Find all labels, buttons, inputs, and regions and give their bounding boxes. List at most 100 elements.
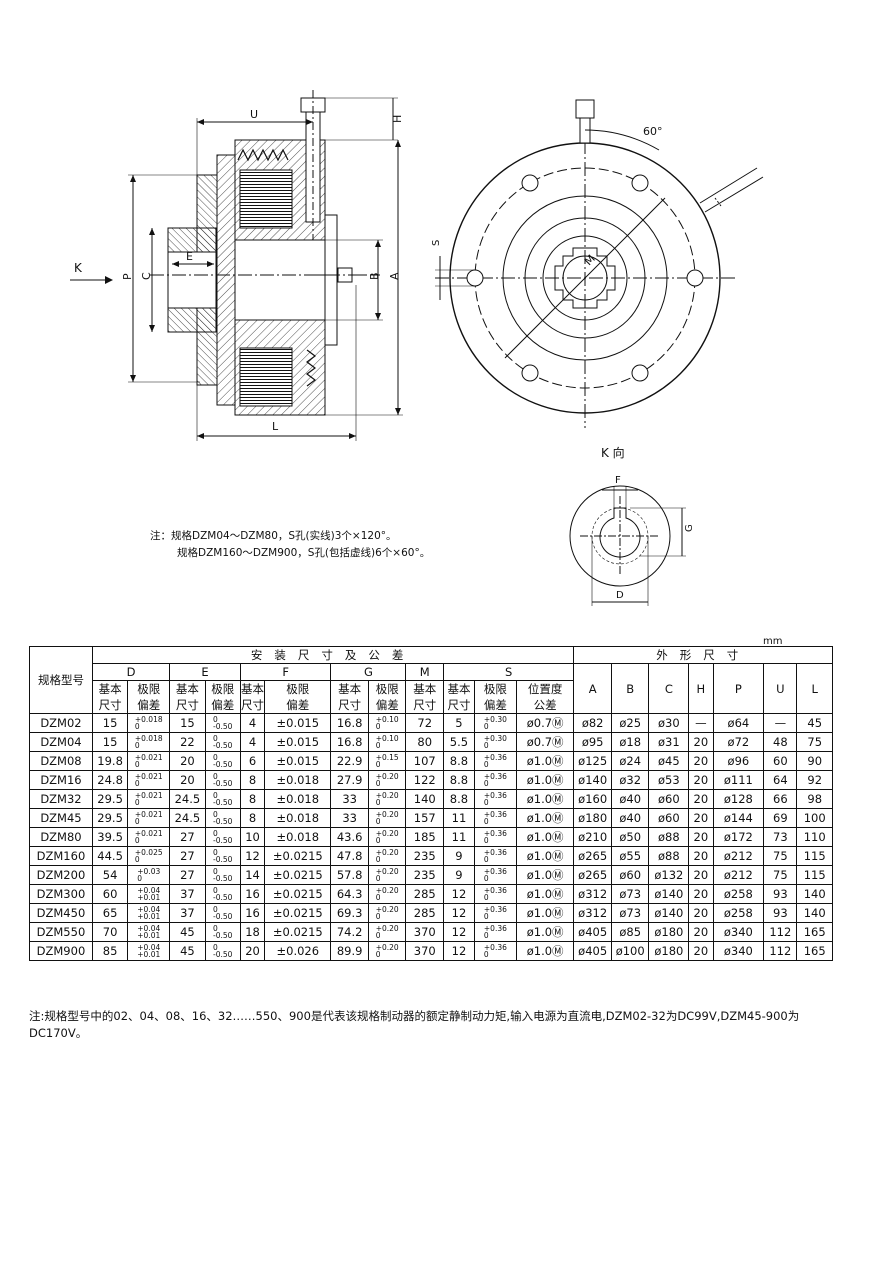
cell-d: 85 bbox=[91, 941, 129, 961]
cell-a: ø95 bbox=[573, 732, 612, 752]
cell-l: 110 bbox=[796, 827, 833, 847]
cell-c: ø45 bbox=[648, 751, 690, 771]
cell-f: 12 bbox=[239, 846, 266, 866]
cell-d-tol: +0.04+0.01 bbox=[127, 903, 171, 923]
cell-c: ø132 bbox=[648, 865, 690, 885]
cell-m: 185 bbox=[405, 827, 444, 847]
cell-pos: ø0.7Ⓜ bbox=[515, 732, 575, 752]
header-d: D bbox=[91, 663, 171, 681]
label-u: U bbox=[250, 108, 258, 121]
cell-l: 90 bbox=[796, 751, 833, 771]
cell-d-tol: +0.04+0.01 bbox=[127, 941, 171, 961]
label-m: M bbox=[582, 252, 598, 268]
header-l: L bbox=[796, 663, 833, 714]
cell-f-tol: ±0.018 bbox=[264, 827, 332, 847]
mount-hole bbox=[466, 269, 484, 287]
cell-l: 140 bbox=[796, 903, 833, 923]
cell-model: DZM300 bbox=[29, 884, 93, 904]
cell-g: 69.3 bbox=[330, 903, 369, 923]
cell-c: ø53 bbox=[648, 770, 690, 790]
cell-f: 8 bbox=[239, 808, 266, 828]
cell-e-tol: 0-0.50 bbox=[204, 789, 241, 809]
cell-m: 140 bbox=[405, 789, 444, 809]
cell-e: 37 bbox=[169, 903, 206, 923]
cell-f-tol: ±0.018 bbox=[264, 770, 332, 790]
sub-header-position: 位置度公差 bbox=[515, 680, 575, 714]
header-e: E bbox=[169, 663, 241, 681]
cell-h: 20 bbox=[688, 751, 714, 771]
cell-a: ø405 bbox=[573, 941, 612, 961]
cell-e: 22 bbox=[169, 732, 206, 752]
cell-l: 45 bbox=[796, 713, 833, 733]
cell-e-tol: 0-0.50 bbox=[204, 941, 241, 961]
cell-c: ø31 bbox=[648, 732, 690, 752]
cell-m: 285 bbox=[405, 903, 444, 923]
cell-e: 20 bbox=[169, 751, 206, 771]
cell-d: 24.8 bbox=[91, 770, 129, 790]
cell-model: DZM80 bbox=[29, 827, 93, 847]
cell-g: 16.8 bbox=[330, 732, 369, 752]
cell-e: 20 bbox=[169, 770, 206, 790]
cell-p: ø172 bbox=[712, 827, 765, 847]
sub-header-limit: 极限偏差 bbox=[127, 680, 171, 714]
cell-u: 93 bbox=[763, 903, 798, 923]
cell-f: 16 bbox=[239, 903, 266, 923]
cell-f-tol: ±0.015 bbox=[264, 751, 332, 771]
cell-u: 112 bbox=[763, 922, 798, 942]
cell-f-tol: ±0.0215 bbox=[264, 865, 332, 885]
cell-pos: ø1.0Ⓜ bbox=[515, 846, 575, 866]
cell-c: ø180 bbox=[648, 922, 690, 942]
cell-b: ø85 bbox=[610, 922, 650, 942]
cell-f-tol: ±0.018 bbox=[264, 789, 332, 809]
cell-p: ø258 bbox=[712, 884, 765, 904]
cell-f: 8 bbox=[239, 789, 266, 809]
header-f: F bbox=[239, 663, 332, 681]
cell-g: 89.9 bbox=[330, 941, 369, 961]
cell-s: 11 bbox=[443, 808, 475, 828]
k-view-drawing: F G D bbox=[569, 475, 695, 606]
cell-e-tol: 0-0.50 bbox=[204, 846, 241, 866]
label-k: K bbox=[74, 261, 83, 275]
cell-u: 73 bbox=[763, 827, 798, 847]
cell-f-tol: ±0.026 bbox=[264, 941, 332, 961]
cell-p: ø96 bbox=[712, 751, 765, 771]
cell-c: ø60 bbox=[648, 789, 690, 809]
cell-e: 45 bbox=[169, 941, 206, 961]
cell-u: 93 bbox=[763, 884, 798, 904]
cell-b: ø40 bbox=[610, 808, 650, 828]
cell-m: 72 bbox=[405, 713, 444, 733]
sub-header-limit: 极限偏差 bbox=[204, 680, 241, 714]
cell-u: 69 bbox=[763, 808, 798, 828]
cell-p: ø212 bbox=[712, 846, 765, 866]
cell-h: — bbox=[688, 713, 714, 733]
cell-f: 14 bbox=[239, 865, 266, 885]
cell-e: 24.5 bbox=[169, 808, 206, 828]
cell-l: 98 bbox=[796, 789, 833, 809]
header-model: 规格型号 bbox=[29, 646, 93, 714]
cell-s: 12 bbox=[443, 903, 475, 923]
cell-f: 6 bbox=[239, 751, 266, 771]
cell-c: ø140 bbox=[648, 884, 690, 904]
cell-b: ø73 bbox=[610, 884, 650, 904]
label-c: C bbox=[140, 272, 153, 280]
header-c: C bbox=[648, 663, 690, 714]
cell-h: 20 bbox=[688, 789, 714, 809]
cell-s: 8.8 bbox=[443, 770, 475, 790]
cell-f-tol: ±0.018 bbox=[264, 808, 332, 828]
cell-s: 5.5 bbox=[443, 732, 475, 752]
cell-h: 20 bbox=[688, 941, 714, 961]
cell-model: DZM550 bbox=[29, 922, 93, 942]
cell-a: ø125 bbox=[573, 751, 612, 771]
